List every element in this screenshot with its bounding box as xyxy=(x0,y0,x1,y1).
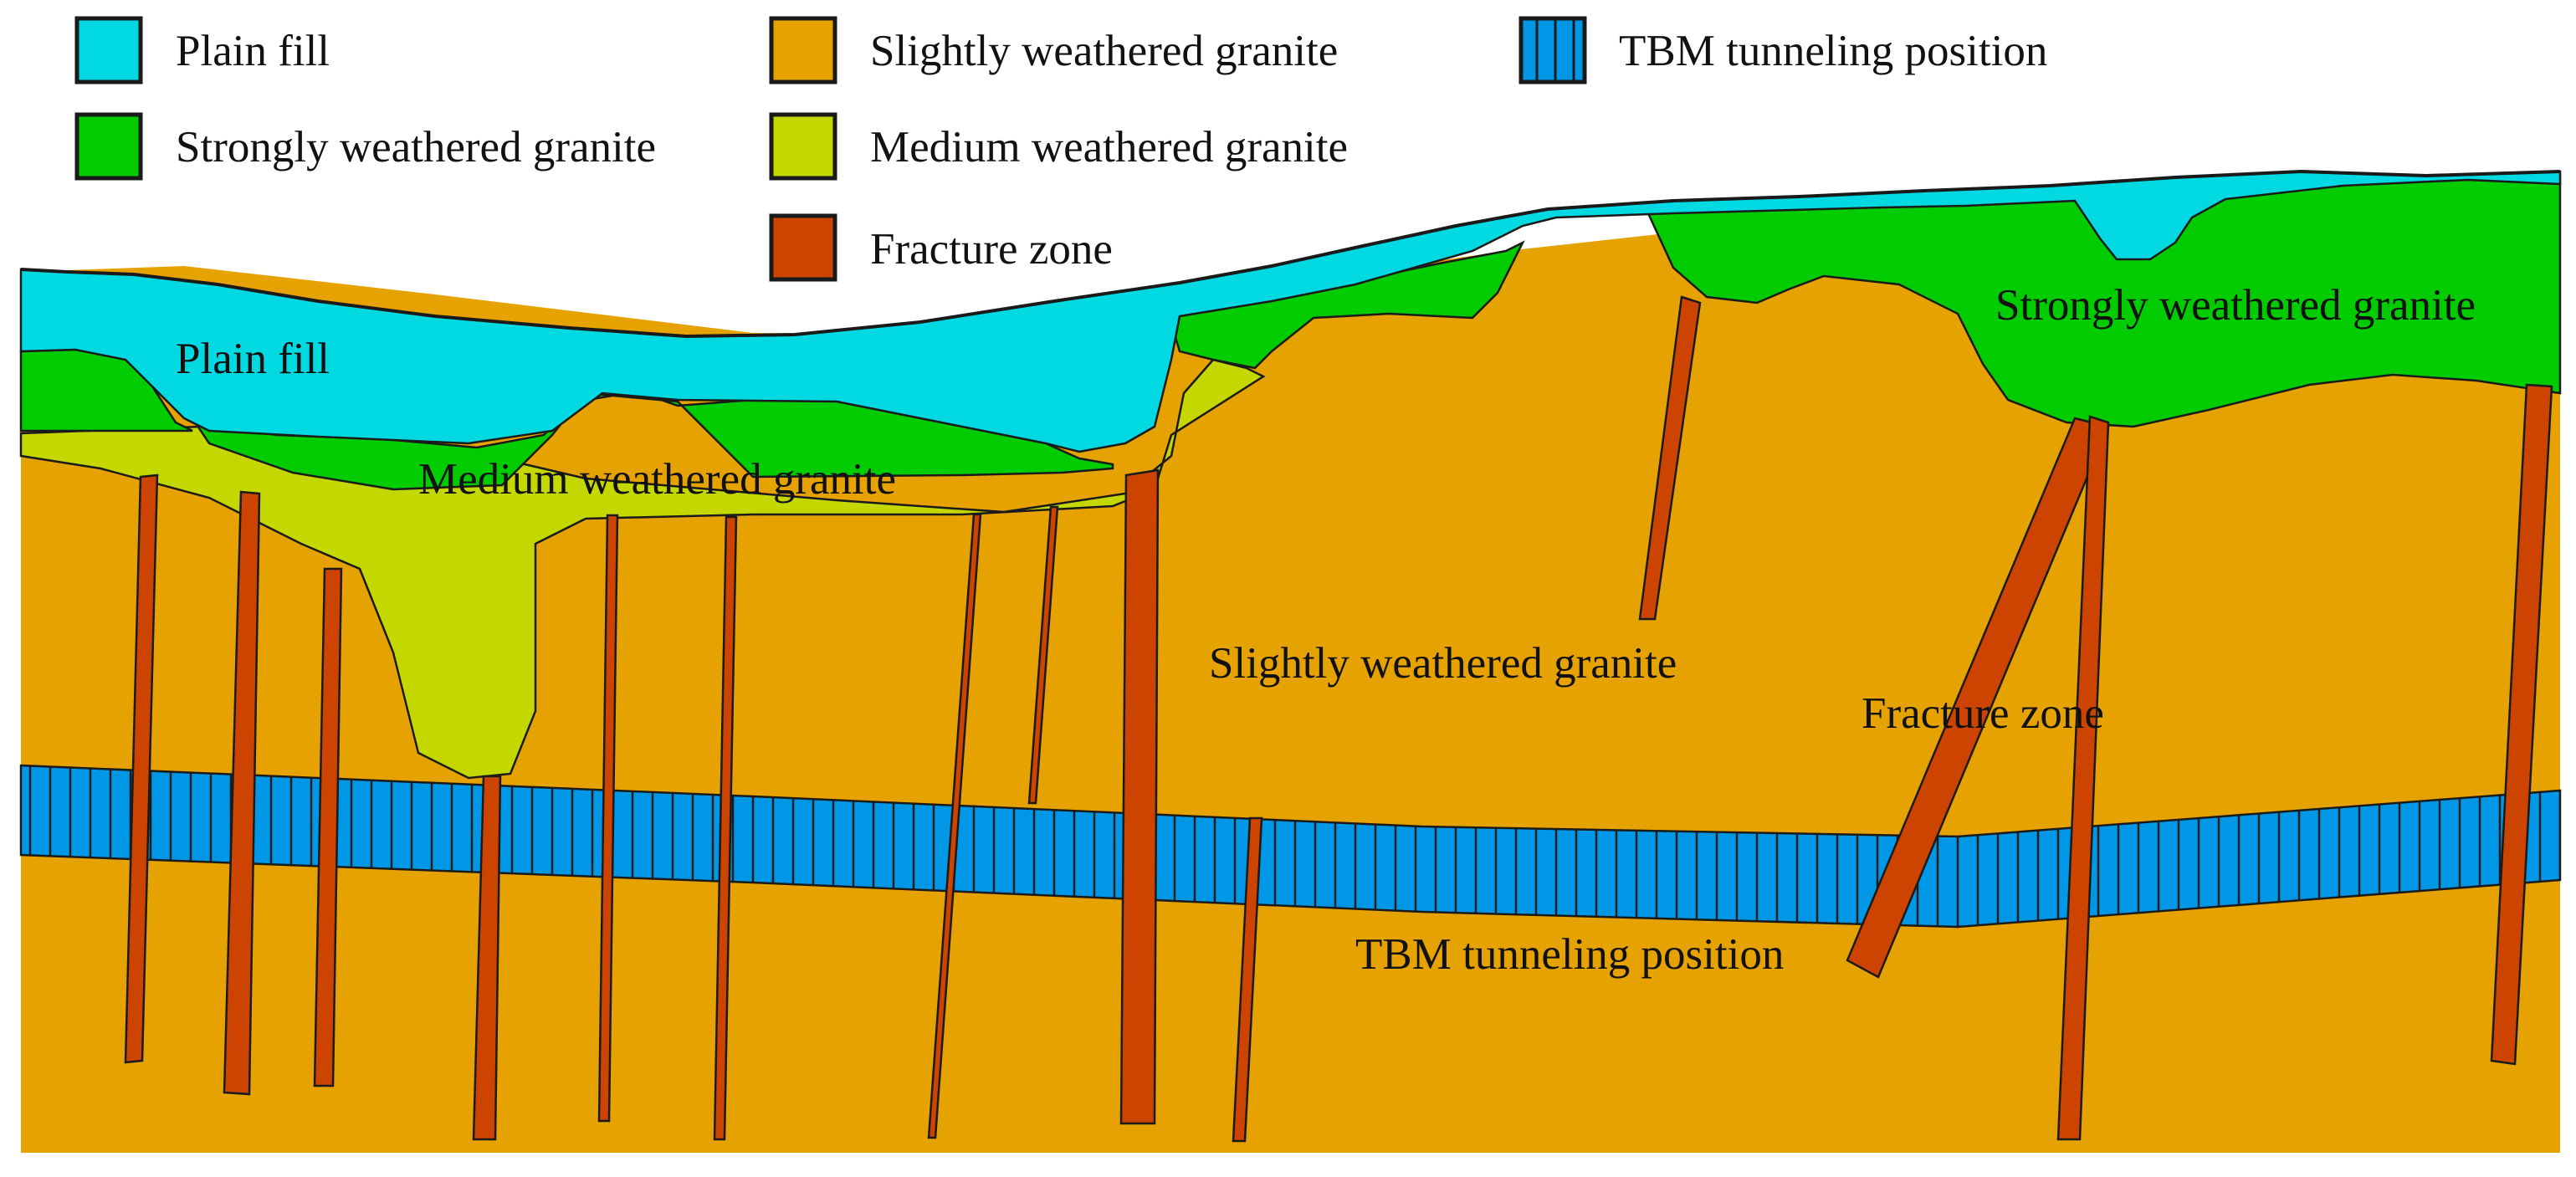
fracture-zone-7 xyxy=(927,513,982,1139)
label-fracture-zone: Fracture zone xyxy=(1862,689,2104,738)
cross-section: Plain fill Medium weathered granite Slig… xyxy=(19,169,2562,1153)
tbm-swatch xyxy=(1518,16,1587,84)
fracture-zone-swatch xyxy=(769,213,837,282)
fracture-zone-3 xyxy=(313,567,343,1087)
fracture-zone-6 xyxy=(713,515,738,1141)
label-plain-fill: Plain fill xyxy=(176,335,330,383)
fracture-zone-1 xyxy=(124,473,159,1064)
label-slightly-weathered: Slightly weathered granite xyxy=(1209,639,1677,688)
legend-item-slightly-weathered: Slightly weathered granite xyxy=(769,16,1338,84)
legend-label-tbm: TBM tunneling position xyxy=(1619,27,2047,75)
legend-label-medium-weathered: Medium weathered granite xyxy=(870,123,1348,171)
label-medium-weathered: Medium weathered granite xyxy=(418,455,896,504)
fracture-zone-4 xyxy=(472,775,502,1141)
legend-label-slightly-weathered: Slightly weathered granite xyxy=(870,27,1338,75)
fracture-zone-13 xyxy=(2056,415,2110,1141)
legend-item-medium-weathered: Medium weathered granite xyxy=(769,112,1348,181)
slightly-weathered-swatch xyxy=(769,16,837,84)
legend-label-fracture-zone: Fracture zone xyxy=(870,225,1113,274)
fracture-zone-10 xyxy=(1232,816,1263,1143)
legend-item-strongly-weathered: Strongly weathered granite xyxy=(74,112,656,181)
legend-label-strongly-weathered: Strongly weathered granite xyxy=(176,123,656,171)
fracture-zone-14 xyxy=(2490,383,2553,1066)
strongly-weathered-swatch xyxy=(74,112,143,181)
legend-label-plain-fill: Plain fill xyxy=(176,27,330,75)
fracture-zone-5 xyxy=(597,514,619,1123)
tbm-tunnel-band xyxy=(19,764,2562,929)
fracture-zone-8 xyxy=(1027,505,1059,805)
label-tbm: TBM tunneling position xyxy=(1355,930,1784,979)
medium-weathered-swatch xyxy=(769,112,837,181)
legend-item-fracture-zone: Fracture zone xyxy=(769,213,1113,282)
legend-item-tbm: TBM tunneling position xyxy=(1518,16,2047,84)
fracture-zone-9 xyxy=(1119,468,1160,1125)
ground-surface-line xyxy=(20,169,2561,339)
plain-fill-swatch xyxy=(74,16,143,84)
fracture-zones xyxy=(124,295,2553,1143)
legend: Plain fill Strongly weathered granite Sl… xyxy=(74,16,2047,282)
label-strongly-weathered: Strongly weathered granite xyxy=(1995,281,2476,330)
legend-item-plain-fill: Plain fill xyxy=(74,16,330,84)
fracture-zone-2 xyxy=(223,490,261,1096)
fracture-zone-11 xyxy=(1638,295,1702,621)
